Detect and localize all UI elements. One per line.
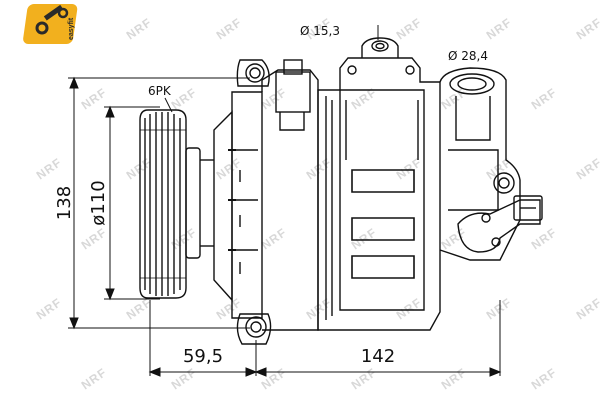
height-label: 138 <box>54 186 75 220</box>
watermark-logo: NRF <box>394 15 425 42</box>
watermark-layer: NRF NRF NRF NRF NRF NRF NRF NRF NRF NRF NRF NRF NRF N… <box>34 15 600 392</box>
pulley-diameter-dimension <box>104 105 160 301</box>
watermark-logo: NRF <box>79 365 110 392</box>
watermark-logo: NRF <box>484 295 515 322</box>
suction-port-small <box>361 37 399 58</box>
watermark-logo: NRF <box>79 85 110 112</box>
electrical-connector <box>457 195 543 253</box>
easyfit-badge: easyfit <box>23 4 78 44</box>
length-label: 142 <box>361 346 395 367</box>
bottom-dimensions <box>148 300 502 377</box>
watermark-logo: NRF <box>574 295 600 322</box>
watermark-logo: NRF <box>304 155 335 182</box>
rear-housing <box>439 67 521 261</box>
watermark-logo: NRF <box>439 365 470 392</box>
pulley <box>139 109 214 299</box>
watermark-logo: NRF <box>484 155 515 182</box>
watermark-logo: NRF <box>349 365 380 392</box>
watermark-logo: NRF <box>169 365 200 392</box>
port-large-label: Ø 28,4 <box>448 49 488 63</box>
watermark-logo: NRF <box>304 295 335 322</box>
watermark-logo: NRF <box>529 365 560 392</box>
compressor-body <box>317 57 441 331</box>
watermark-logo: NRF <box>124 15 155 42</box>
watermark-logo: NRF <box>439 225 470 252</box>
watermark-logo: NRF <box>394 155 425 182</box>
watermark-logo: NRF <box>259 225 290 252</box>
watermark-logo: NRF <box>574 155 600 182</box>
watermark-logo: NRF <box>574 15 600 42</box>
watermark-logo: NRF <box>349 85 380 112</box>
watermark-logo: NRF <box>34 155 65 182</box>
wrench-icon <box>35 4 69 35</box>
watermark-logo: NRF <box>394 295 425 322</box>
pulley-diameter-label: ø110 <box>88 180 109 225</box>
watermark-logo: NRF <box>169 85 200 112</box>
bottom-mounting-ear <box>236 313 272 345</box>
watermark-logo: NRF <box>484 15 515 42</box>
watermark-logo: NRF <box>349 225 380 252</box>
top-mounting-ear <box>236 59 270 87</box>
port-small-label: Ø 15,3 <box>300 24 340 38</box>
watermark-logo: NRF <box>214 15 245 42</box>
watermark-logo: NRF <box>79 225 110 252</box>
watermark-logo: NRF <box>169 225 200 252</box>
height-dimension <box>68 76 250 330</box>
belt-label: 6PK <box>148 84 172 98</box>
watermark-logo: NRF <box>529 225 560 252</box>
offset-label: 59,5 <box>183 346 223 367</box>
watermark-logo: NRF <box>259 85 290 112</box>
watermark-logo: NRF <box>34 295 65 322</box>
badge-text: easyfit <box>68 17 75 40</box>
watermark-logo: NRF <box>529 85 560 112</box>
